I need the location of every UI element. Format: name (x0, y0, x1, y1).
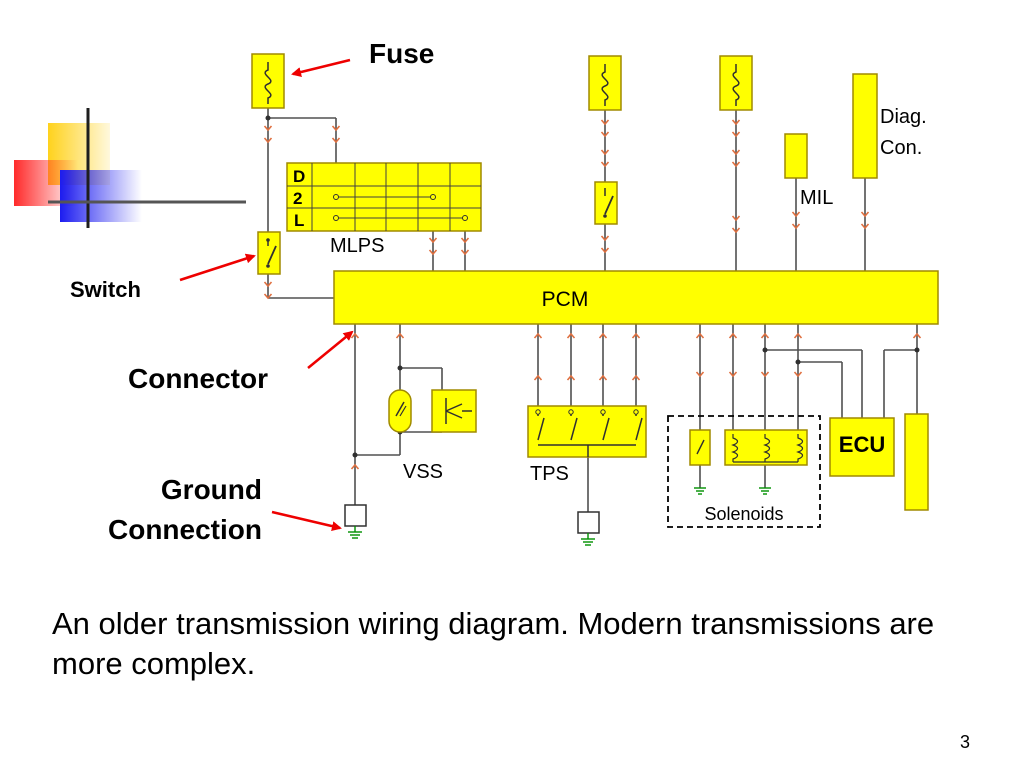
connector-chevron-icon (695, 371, 705, 378)
mlps-position-2: 2 (293, 189, 302, 208)
diagnostic-connector (852, 73, 878, 179)
connector-chevron-icon (533, 332, 543, 339)
connector-chevron-icon (731, 215, 741, 222)
decorative-corner-squares (14, 108, 246, 228)
ground-connection-icon (344, 504, 367, 539)
wires (267, 106, 918, 512)
solenoids-label: Solenoids (704, 504, 783, 524)
connector-chevron-icon (793, 332, 803, 339)
solenoids-group (667, 415, 821, 528)
mlps-position-l: L (294, 211, 304, 230)
connector-chevron-icon (600, 149, 610, 156)
connector-chevron-icon (791, 223, 801, 230)
switch-icon (594, 181, 618, 225)
connector-chevron-icon (263, 137, 273, 144)
connector-chevron-icon (600, 119, 610, 126)
connector-chevron-icon (533, 374, 543, 381)
connector-chevron-icon (428, 249, 438, 256)
connector-chevron-icon (395, 332, 405, 339)
pcm-module (333, 270, 939, 325)
connector-chevrons (263, 119, 922, 470)
connector-callout-arrow (307, 330, 354, 369)
connector-callout-label: Connector (128, 363, 268, 394)
switch-icon (257, 231, 281, 275)
connector-chevron-icon (598, 332, 608, 339)
connector-chevron-icon (350, 463, 360, 470)
connector-chevron-icon (331, 137, 341, 144)
connector-chevron-icon (460, 249, 470, 256)
ecu-module (829, 417, 895, 477)
switch-callout-label: Switch (70, 277, 141, 302)
ground-callout-label-line1: Ground (161, 474, 262, 505)
fuse-icon (588, 55, 622, 111)
switch-callout-arrow (179, 253, 256, 282)
fuse-icon (251, 53, 285, 109)
connector-chevron-icon (760, 332, 770, 339)
connector-chevron-icon (731, 161, 741, 168)
connector-chevron-icon (600, 131, 610, 138)
fuse-callout-label: Fuse (369, 38, 434, 69)
connector-chevron-icon (728, 332, 738, 339)
vss-label: VSS (403, 461, 443, 483)
mil-label: MIL (800, 187, 833, 209)
ground-connection-icon (577, 511, 600, 546)
connector-chevron-icon (263, 125, 273, 132)
ground-callout-label-line2: Connection (108, 514, 262, 545)
callout-arrows (179, 58, 354, 532)
connector-chevron-icon (793, 371, 803, 378)
connector-chevron-icon (598, 374, 608, 381)
connector-chevron-icon (860, 223, 870, 230)
mlps-position-d: D (293, 167, 305, 186)
diag-label-line1: Diag. (880, 106, 927, 128)
tps-sensor (527, 405, 647, 458)
connector-chevron-icon (631, 332, 641, 339)
connector-chevron-icon (912, 332, 922, 339)
fuse-callout-arrow (291, 58, 351, 77)
connector-chevron-icon (731, 227, 741, 234)
connector-chevron-icon (760, 371, 770, 378)
diag-label-line2: Con. (880, 137, 922, 159)
vss-sensor (388, 389, 477, 433)
connector-chevron-icon (263, 281, 273, 288)
connector-chevron-icon (460, 237, 470, 244)
connector-chevron-icon (331, 125, 341, 132)
mlps-label: MLPS (330, 235, 384, 257)
connector-chevron-icon (600, 235, 610, 242)
connector-chevron-icon (600, 247, 610, 254)
connector-chevron-icon (631, 374, 641, 381)
ground-callout-arrow (271, 510, 342, 532)
pcm-label: PCM (542, 288, 589, 311)
connector-chevron-icon (566, 374, 576, 381)
connector-chevron-icon (263, 293, 273, 300)
ground-symbol-icon (759, 487, 771, 495)
connector-chevron-icon (728, 371, 738, 378)
slide-caption: An older transmission wiring diagram. Mo… (52, 606, 935, 681)
connector-chevron-icon (731, 149, 741, 156)
ecu-label: ECU (839, 432, 885, 457)
connector-chevron-icon (791, 211, 801, 218)
ground-symbol-icon (694, 487, 706, 495)
transmission-connector-block (904, 413, 929, 511)
connector-chevron-icon (860, 211, 870, 218)
fuse-icon (719, 55, 753, 111)
mil-lamp (784, 133, 808, 179)
connector-chevron-icon (428, 237, 438, 244)
tps-label: TPS (530, 463, 569, 485)
mlps-switch-block: D 2 L (286, 162, 482, 232)
slide-number: 3 (959, 732, 970, 752)
connector-chevron-icon (566, 332, 576, 339)
connector-chevron-icon (731, 119, 741, 126)
connector-chevron-icon (731, 131, 741, 138)
connector-chevron-icon (695, 332, 705, 339)
connector-chevron-icon (600, 161, 610, 168)
